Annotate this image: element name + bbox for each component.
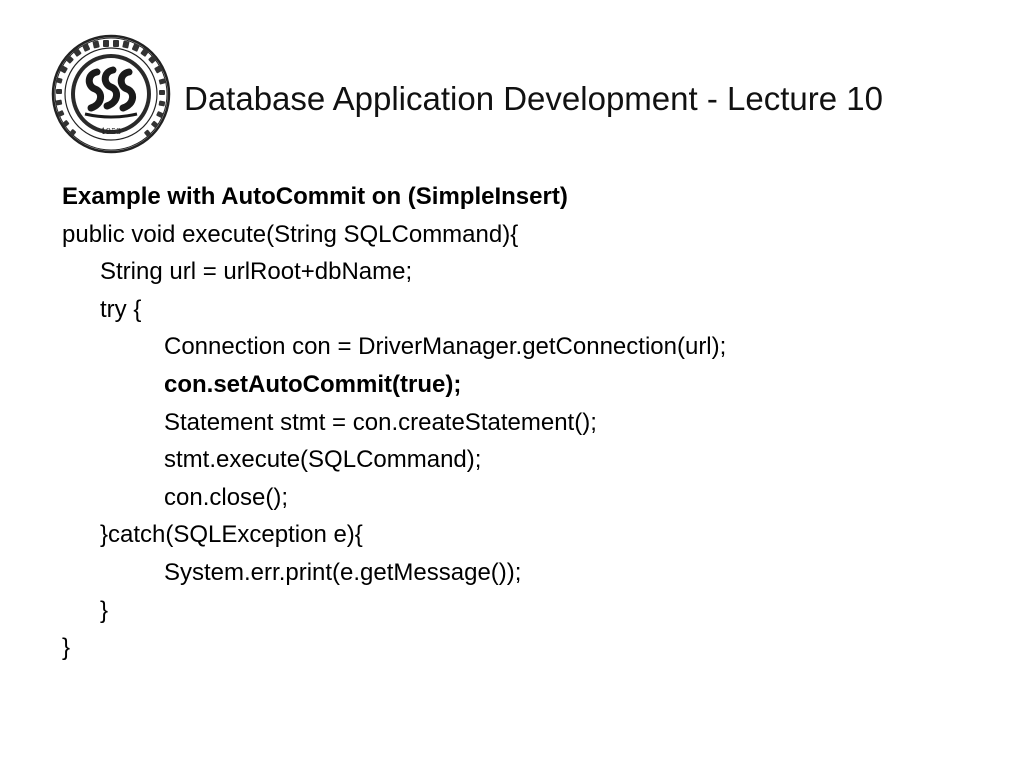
code-line: Statement stmt = con.createStatement(); xyxy=(164,408,597,436)
code-line: }catch(SQLException e){ xyxy=(100,521,363,549)
college-seal-icon: 1953 xyxy=(51,34,171,154)
slide-title: Database Application Development - Lectu… xyxy=(184,80,883,117)
code-line: System.err.print(e.getMessage()); xyxy=(164,558,522,586)
code-line: } xyxy=(62,634,71,662)
seal-year: 1953 xyxy=(101,127,121,136)
code-line: Connection con = DriverManager.getConnec… xyxy=(164,333,727,361)
example-heading: Example with AutoCommit on (SimpleInsert… xyxy=(62,183,568,210)
code-line: } xyxy=(100,596,109,624)
code-listing: Example with AutoCommit on (SimpleInsert… xyxy=(62,178,1002,667)
code-line: public void execute(String SQLCommand){ xyxy=(62,220,519,248)
code-line: String url = urlRoot+dbName; xyxy=(100,258,413,286)
code-line: con.setAutoCommit(true); xyxy=(164,370,462,398)
code-line: try { xyxy=(100,295,142,323)
code-line: stmt.execute(SQLCommand); xyxy=(164,446,482,474)
code-line: con.close(); xyxy=(164,483,289,511)
